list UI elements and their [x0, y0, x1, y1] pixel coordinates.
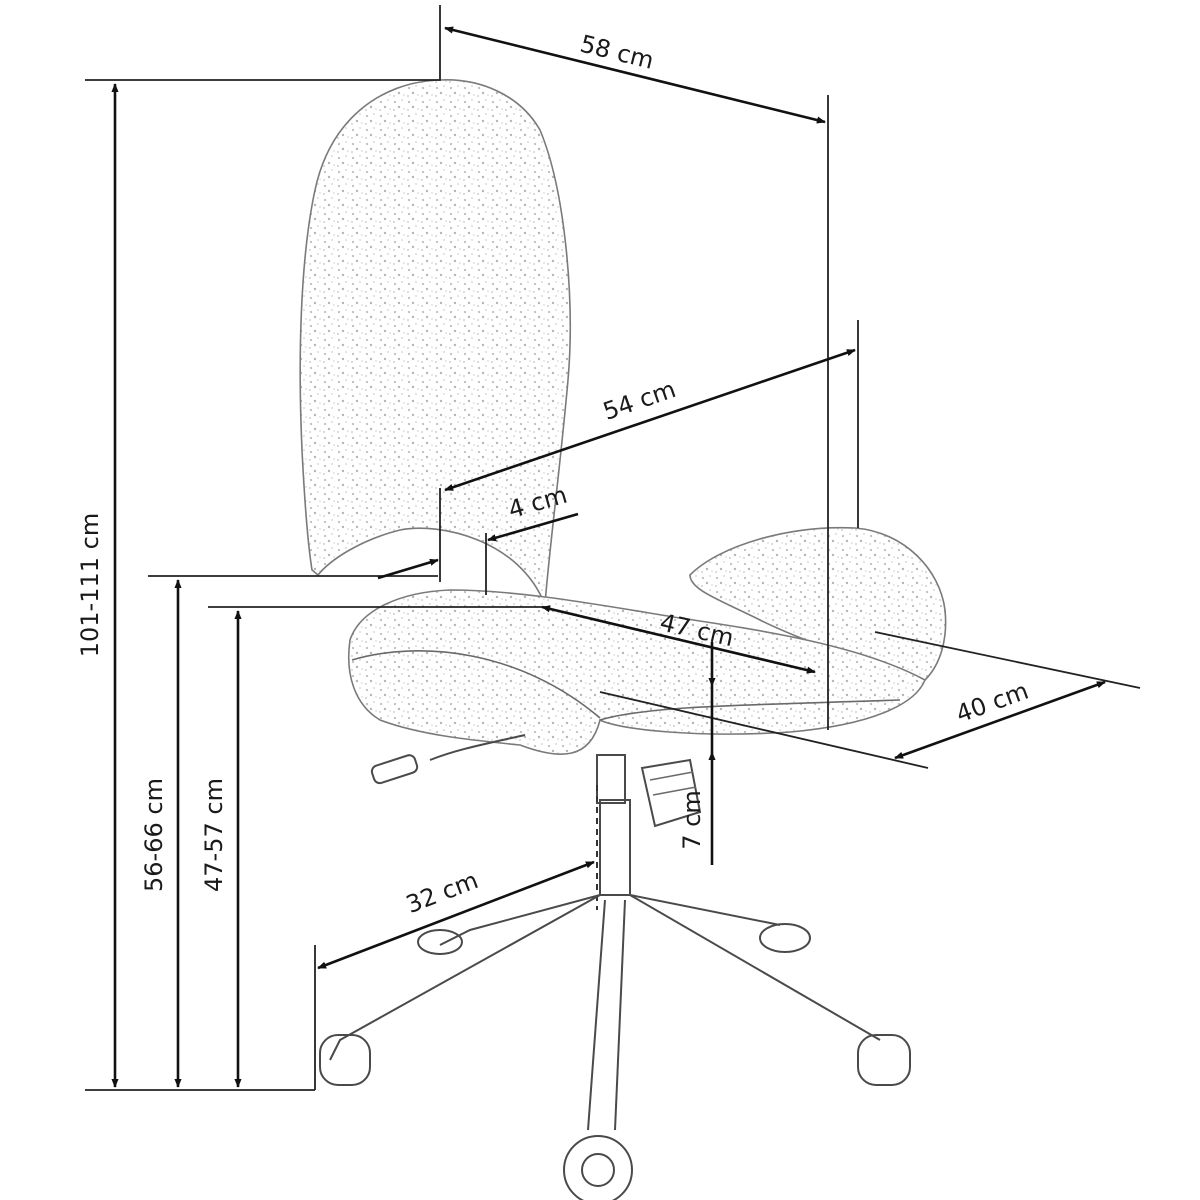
label-top-width: 58 cm: [577, 30, 656, 75]
arrow-cushion-gap-2: [487, 512, 579, 542]
label-seat-width: 40 cm: [952, 677, 1032, 729]
arrow-cushion-gap: [377, 558, 439, 580]
arrow-back-width: [444, 348, 856, 492]
tilt-knob: [640, 758, 702, 828]
height-lever: [429, 734, 526, 761]
arrow-top-width: [444, 26, 826, 124]
label-total-height: 101-111 cm: [76, 513, 104, 657]
backrest: [299, 79, 571, 606]
extension-lines: [85, 5, 1141, 1091]
gas-lift-lower: [599, 799, 631, 896]
arrow-seat-depth: [541, 605, 816, 674]
label-back-width: 54 cm: [599, 375, 679, 426]
arrow-base-radius: [317, 860, 595, 970]
casters: [319, 923, 911, 1200]
label-seat-front-height: 47-57 cm: [200, 778, 228, 892]
dimension-arrows: [111, 26, 1106, 1088]
arrow-seat-width: [894, 680, 1106, 760]
star-base: [329, 894, 881, 1131]
chair-sketch: [299, 79, 947, 1200]
label-seat-height: 56-66 cm: [140, 778, 168, 892]
gas-lift-upper: [596, 754, 626, 804]
label-seat-thickness: 7 cm: [678, 790, 706, 849]
label-base-radius: 32 cm: [402, 866, 482, 919]
